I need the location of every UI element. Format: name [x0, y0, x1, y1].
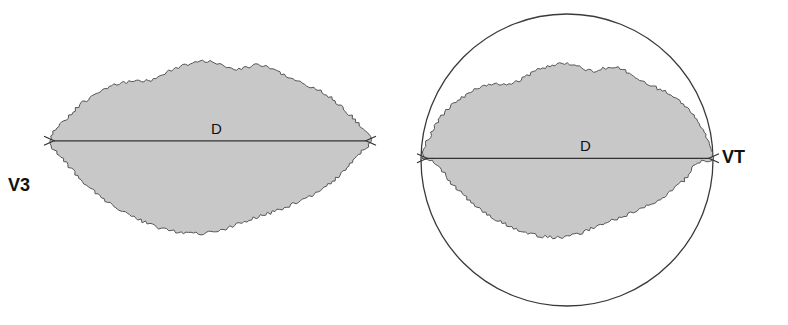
volume-label-holder: V3	[8, 176, 30, 195]
dimension-label: D	[211, 121, 222, 136]
volume-label: VT	[722, 148, 745, 166]
dimension-label: D	[580, 138, 591, 153]
particle-shape	[423, 60, 713, 242]
volume-label-holder: VT	[722, 148, 745, 167]
particle-body	[422, 63, 714, 239]
particle-shape	[50, 58, 370, 238]
diameter-arrow	[427, 158, 709, 159]
particle-outline: D	[50, 58, 370, 238]
particle-body	[50, 60, 372, 235]
circumscribed-circle	[421, 14, 713, 306]
particle-outline: D	[423, 60, 713, 242]
diameter-arrow	[54, 140, 366, 141]
volume-label: V3	[8, 176, 30, 194]
